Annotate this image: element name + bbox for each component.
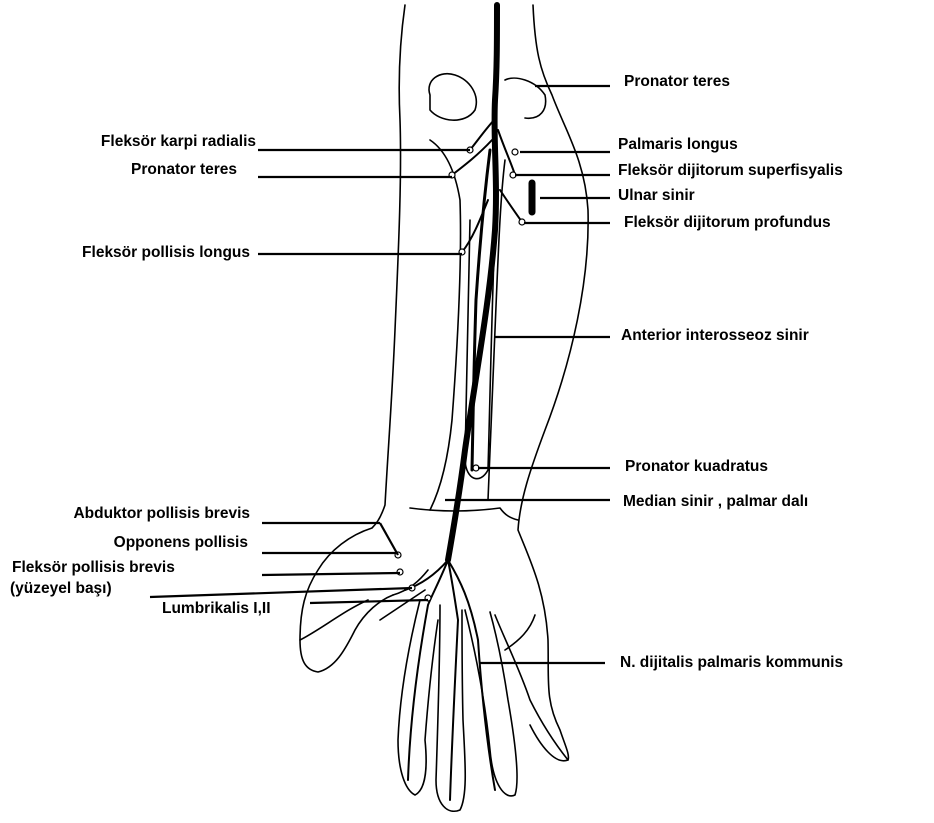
- label-ulnar-nerve: Ulnar sinir: [618, 187, 695, 205]
- label-common-palmar-digital-nerve: N. dijitalis palmaris kommunis: [620, 654, 843, 672]
- label-pronator-teres-left: Pronator teres: [20, 161, 237, 179]
- arm-outline-left: [300, 5, 405, 672]
- branch-fpl: [462, 200, 488, 252]
- label-flexor-pollicis-longus: Fleksör pollisis longus: [20, 244, 250, 262]
- finger-index: [398, 600, 438, 795]
- label-flexor-digitorum-profundus: Fleksör dijitorum profundus: [624, 214, 831, 232]
- label-pronator-teres-right: Pronator teres: [624, 73, 730, 91]
- label-median-palmar-branch: Median sinir , palmar dalı: [623, 493, 808, 511]
- leader-fpb: [262, 573, 400, 575]
- digital-branches: [405, 560, 495, 800]
- label-flexor-digitorum-superficialis: Fleksör dijitorum superfisyalis: [618, 162, 843, 180]
- leader-fpb-2: [150, 588, 412, 597]
- leader-lumb: [310, 600, 428, 603]
- label-opponens-pollicis: Opponens pollisis: [10, 534, 248, 552]
- label-flexor-pollicis-brevis: Fleksör pollisis brevis: [12, 559, 175, 577]
- elbow-shape-2: [505, 78, 546, 118]
- label-anterior-interosseous-nerve: Anterior interosseoz sinir: [621, 327, 809, 345]
- elbow-shape: [429, 74, 476, 120]
- label-abductor-pollicis-brevis: Abduktor pollisis brevis: [10, 505, 250, 523]
- label-pronator-quadratus: Pronator kuadratus: [625, 458, 768, 476]
- branch-pt: [452, 140, 492, 175]
- label-flexor-pollicis-brevis-sub: (yüzeyel başı): [10, 580, 112, 598]
- label-flexor-carpi-radialis: Fleksör karpi radialis: [20, 133, 256, 151]
- label-palmaris-longus: Palmaris longus: [618, 136, 738, 154]
- leader-apb-2: [380, 523, 398, 555]
- wrist-line: [410, 508, 518, 520]
- branch-fcr: [470, 120, 494, 150]
- radius-outline: [430, 140, 461, 510]
- thumb: [300, 570, 428, 640]
- label-lumbricalis: Lumbrikalis I,II: [162, 600, 271, 618]
- branch-fdp: [500, 190, 522, 222]
